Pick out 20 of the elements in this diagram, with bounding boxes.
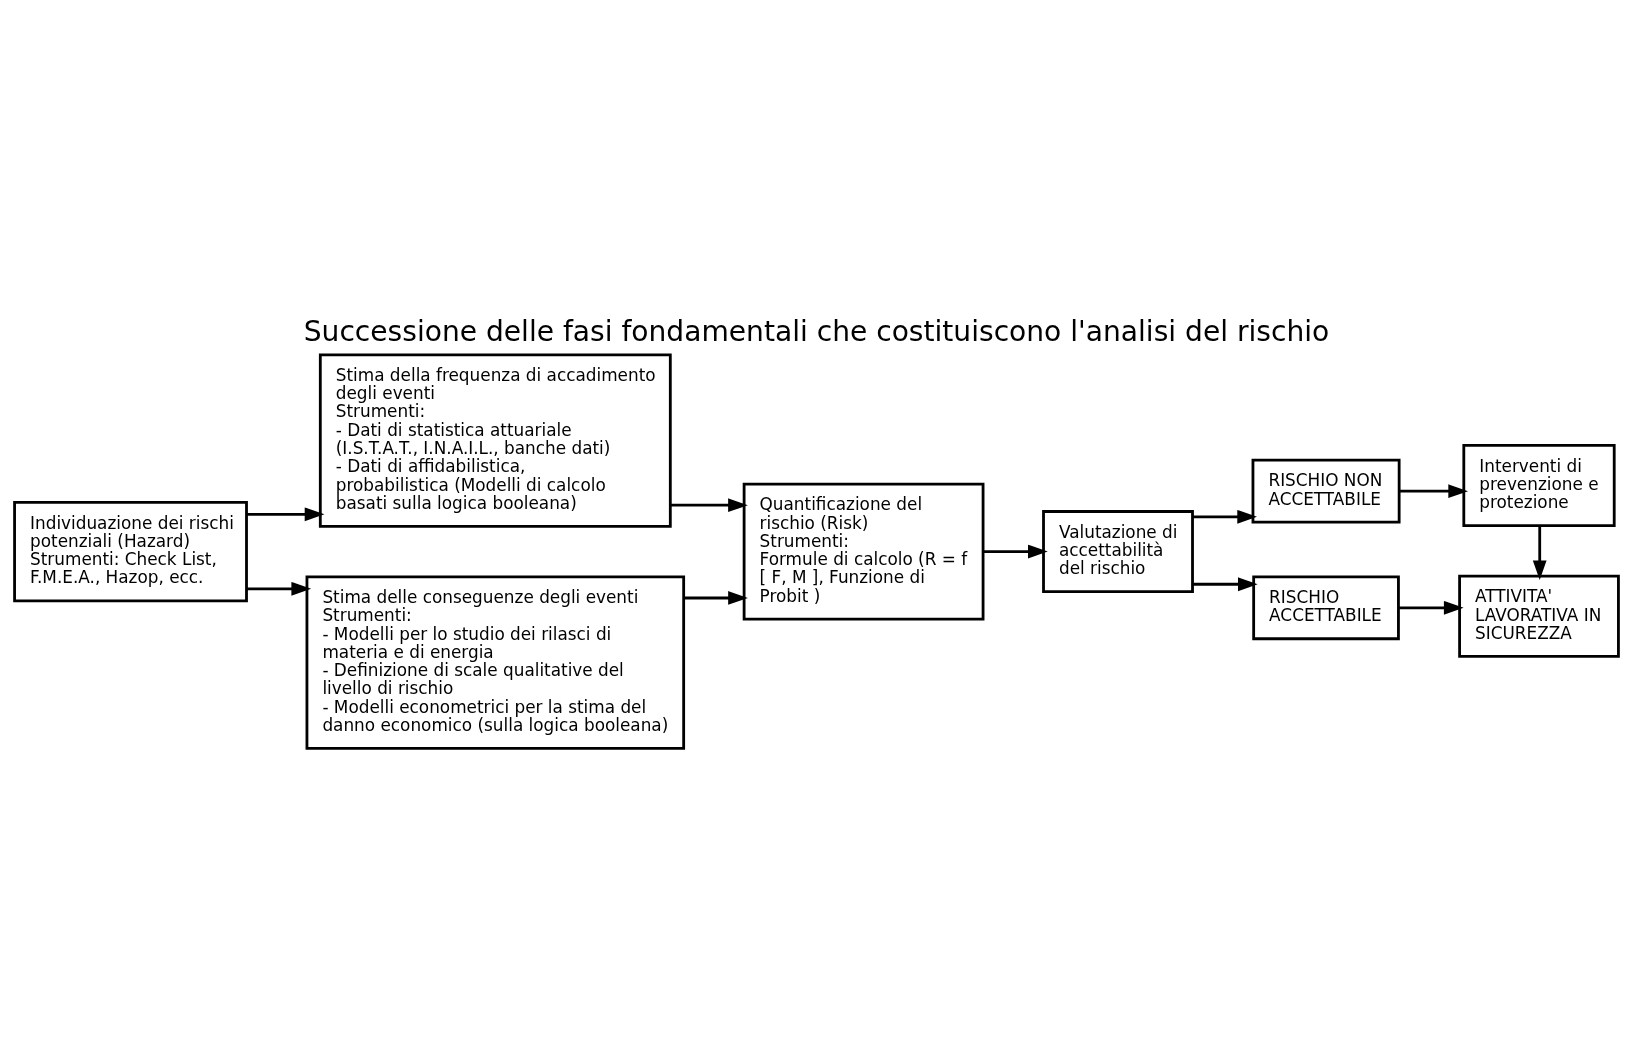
arrow: [246, 581, 312, 596]
node-box: RISCHIO ACCETTABILE: [1252, 575, 1400, 640]
node-box: Individuazione dei rischi potenziali (Hazard) Strumenti: Check List, F.M.E.A., Hazop, ecc.: [13, 500, 248, 602]
arrow: [1192, 509, 1257, 524]
arrow: [670, 497, 748, 512]
node-box: Stima delle conseguenze degli eventi Strumenti: - Modelli per lo studio dei rilasci di materia e di energia - Definizione di scale qualitative del livello di rischio - Modelli econometrici per la stima del danno economico (sulla logica booleana): [305, 575, 686, 750]
arrow: [1398, 600, 1464, 615]
arrow: [683, 590, 748, 605]
arrow: [983, 544, 1048, 558]
arrow: [1399, 483, 1469, 498]
arrow: [1192, 576, 1258, 591]
node-box: Stima della frequenza di accadimento degli eventi Strumenti: - Dati di statistica attuariale (I.S.T.A.T., I.N.A.I.L., banche dati) - Dati di affidabilistica, probabilistica (Modelli di calcolo basati sulla logica booleana): [318, 352, 672, 528]
node-box: Valutazione di accettabilità del rischio: [1042, 509, 1194, 593]
arrow: [246, 506, 325, 521]
node-box: ATTIVITA' LAVORATIVA IN SICUREZZA: [1458, 574, 1620, 658]
arrow: [1532, 525, 1547, 580]
diagram-title: Successione delle fasi fondamentali che costituiscono l'analisi del rischio: [303, 314, 1330, 348]
node-box: RISCHIO NON ACCETTABILE: [1251, 458, 1401, 523]
node-box: Interventi di prevenzione e protezione: [1462, 443, 1616, 527]
node-box: Quantificazione del rischio (Risk) Strumenti: Formule di calcolo (R = f [ F, M ], Funzione di Probit ): [742, 482, 985, 620]
